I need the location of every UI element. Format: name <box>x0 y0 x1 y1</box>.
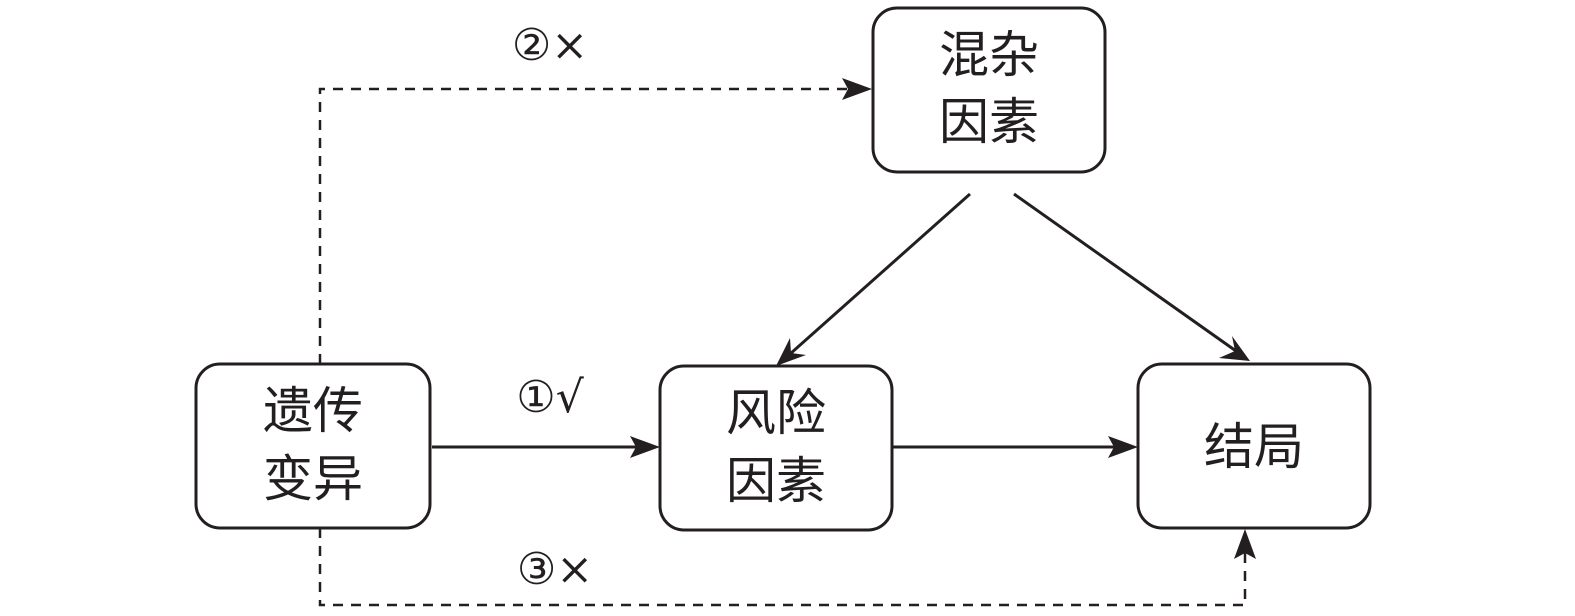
node-label-line: 遗传 <box>263 382 363 440</box>
arrowhead-genetic-to-outcome <box>1234 529 1256 559</box>
edge-confounder-to-outcome <box>1013 192 1237 353</box>
edge-labels: ①√ ②× ③× <box>512 20 593 595</box>
edge-genetic-to-confounder <box>318 87 852 364</box>
edge-label-assumption-2: ②× <box>512 20 588 71</box>
node-label-line: 结局 <box>1204 418 1304 476</box>
arrowhead-genetic-to-confounder <box>842 78 872 100</box>
edge-label-assumption-3: ③× <box>517 544 593 595</box>
node-box-outcome <box>1136 362 1372 530</box>
node-box-risk-factor <box>658 364 894 532</box>
node-label-line: 风险 <box>726 384 826 442</box>
edges <box>318 78 1256 607</box>
arrowhead-confounder-to-outcome <box>1219 336 1250 361</box>
node-label-line: 因素 <box>726 452 826 510</box>
edge-label-assumption-1: ①√ <box>516 372 584 423</box>
edge-genetic-to-outcome <box>318 528 1247 607</box>
node-label-line: 混杂 <box>939 26 1039 84</box>
arrowhead-confounder-to-risk <box>776 338 806 366</box>
node-box-confounder <box>871 6 1107 174</box>
arrowhead-risk-to-outcome <box>1108 436 1138 458</box>
node-label-line: 因素 <box>939 93 1039 151</box>
edge-confounder-to-risk <box>789 192 971 356</box>
arrowhead-genetic-to-risk <box>630 436 660 458</box>
node-outcome: 结局 <box>1136 362 1372 530</box>
node-label-line: 变异 <box>263 450 363 508</box>
node-risk-factor: 风险 因素 <box>658 364 894 532</box>
node-genetic-variant: 遗传 变异 <box>194 362 432 530</box>
node-confounder: 混杂 因素 <box>871 6 1107 174</box>
node-box-genetic-variant <box>194 362 432 530</box>
